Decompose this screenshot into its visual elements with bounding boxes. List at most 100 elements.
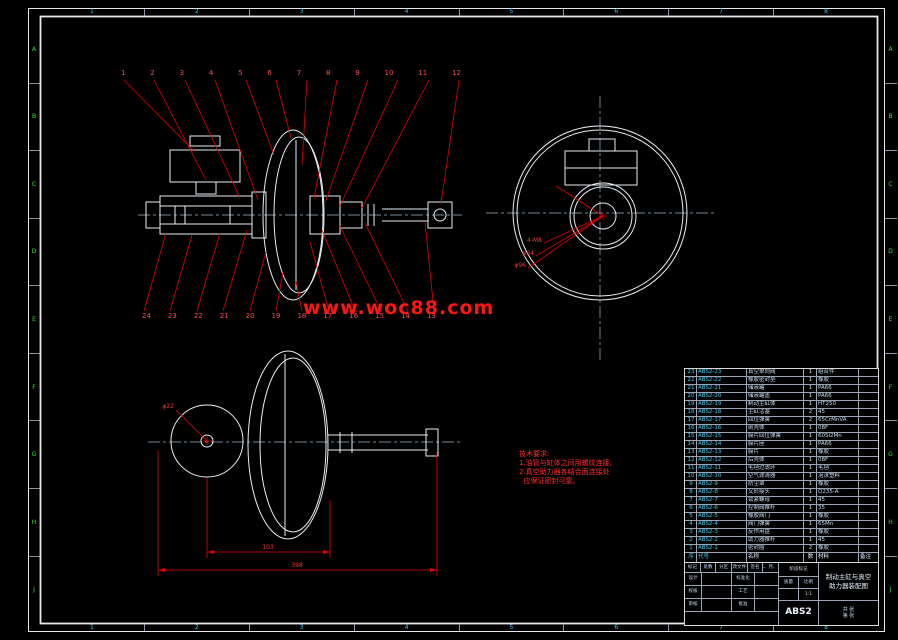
cell-code: ABS2-11 — [696, 465, 746, 472]
callout-number: 4 — [208, 69, 214, 77]
staff-process: 工艺 — [732, 586, 755, 599]
callout-number: 18 — [297, 312, 307, 320]
centerlines — [138, 96, 714, 443]
cell-no: 11 — [687, 465, 695, 471]
cell-no: 21 — [687, 385, 695, 391]
callout-number: 6 — [267, 69, 272, 77]
parts-table-row: 20 ABS2-20 储液罐盖 1 PA66 — [685, 393, 878, 401]
cell-name: 膜片 — [746, 449, 803, 456]
revision-header-cell: 处数 — [700, 563, 717, 573]
cell-qty: 1 — [803, 393, 816, 400]
cell-material: HT250 — [816, 401, 858, 408]
callout-number: 19 — [271, 312, 281, 320]
zone-number: 6 — [564, 624, 670, 632]
leader-lines-bottom — [143, 221, 435, 312]
cell-qty: 1 — [803, 465, 816, 472]
staff-standard: 标准化 — [732, 573, 755, 586]
cell-name: 阀门弹簧 — [746, 521, 803, 528]
zone-letter: B — [28, 84, 40, 152]
cell-material: 08F — [816, 425, 858, 432]
cell-no: 10 — [687, 473, 695, 479]
cell-code: ABS2-23 — [696, 369, 746, 376]
cell-no: 18 — [687, 409, 695, 415]
callout-number: 15 — [375, 312, 385, 320]
staff-design-sign — [702, 573, 732, 586]
cell-code: ABS2-7 — [696, 497, 746, 504]
callout-number: 11 — [418, 69, 428, 77]
header-name: 名称 — [746, 553, 803, 563]
staff-approve-sign — [755, 599, 779, 612]
cell-qty: 2 — [803, 545, 816, 552]
cell-name: 储液罐盖 — [746, 393, 803, 400]
front-view-labels: 4-M8 φ64 φ96 — [514, 237, 542, 269]
cell-material: 65CrMnVA — [816, 417, 858, 424]
header-note: 备注 — [858, 553, 878, 563]
staff-review-sign — [702, 599, 732, 612]
callout-number: 7 — [296, 69, 302, 77]
cell-note — [858, 521, 878, 528]
parts-table-row: 4 ABS2-4 阀门弹簧 1 65Mn — [685, 521, 878, 529]
parts-table-row: 7 ABS2-7 锁紧螺母 1 45 — [685, 497, 878, 505]
callout-number: 23 — [167, 312, 177, 320]
cell-material: PA66 — [816, 441, 858, 448]
cell-note — [858, 377, 878, 384]
parts-table-row: 2 ABS2-2 助力器推杆 1 45 — [685, 537, 878, 545]
section-view — [145, 129, 453, 301]
zone-letter: J — [889, 586, 892, 594]
cell-qty: 1 — [803, 385, 816, 392]
header-material: 材料 — [816, 553, 858, 563]
cell-no: 16 — [687, 425, 695, 431]
parts-table-row: 23 ABS2-23 真空单向阀 1 组合件 — [685, 369, 878, 377]
staff-approve: 批准 — [732, 599, 755, 612]
cell-material: 45 — [816, 497, 858, 504]
callout-number: 20 — [245, 312, 255, 320]
side-view-arrowheads — [158, 550, 437, 572]
zone-letter: J — [33, 586, 35, 594]
cell-note — [858, 369, 878, 376]
cell-qty: 1 — [803, 497, 816, 504]
revision-header-cell: 签名 — [747, 563, 764, 573]
zone-letter: C — [28, 151, 40, 219]
cell-name: 回位弹簧 — [746, 417, 803, 424]
cell-note — [858, 417, 878, 424]
cell-no: 20 — [687, 393, 695, 399]
zone-number: 7 — [669, 624, 775, 632]
callout-number: 10 — [384, 69, 394, 77]
cell-material: 45 — [816, 409, 858, 416]
sheet-count: 共 张 第 张 — [819, 601, 878, 625]
title-block: 标记处数分区更改文件号签名年、月、日 设计 标准化 校核 工艺 审核 批准 阶段… — [684, 562, 879, 626]
cell-no: 8 — [689, 489, 693, 495]
zone-number: 5 — [460, 8, 565, 16]
cell-note — [858, 441, 878, 448]
cell-note — [858, 425, 878, 432]
cell-name: 反作用盘 — [746, 529, 803, 536]
cell-note — [858, 513, 878, 520]
side-view-labels: φ22 103 398 — [162, 403, 303, 569]
cell-material: 橡胶 — [816, 513, 858, 520]
cell-note — [858, 465, 878, 472]
revision-header-cell: 年、月、日 — [763, 563, 780, 573]
parts-table-row: 14 ABS2-14 膜片座 1 PA66 — [685, 441, 878, 449]
zone-letter: A — [28, 16, 40, 84]
parts-table-row: 21 ABS2-21 储液罐 1 PA66 — [685, 385, 878, 393]
zone-letter: F — [884, 354, 897, 422]
cell-qty: 1 — [803, 449, 816, 456]
staff-blank-row — [685, 612, 779, 625]
callout-number: 2 — [150, 69, 155, 77]
mass-label: 质量 — [779, 577, 799, 589]
cell-qty: 1 — [803, 377, 816, 384]
zone-letter: E — [884, 286, 897, 354]
cell-code: ABS2-15 — [696, 433, 746, 440]
drawing-title-line2: 助力器装配图 — [829, 581, 868, 590]
cell-qty: 1 — [803, 433, 816, 440]
mass-value — [779, 589, 799, 601]
cell-no: 23 — [687, 369, 695, 375]
parts-table-header: 序 代号 名称 数 材料 备注 — [685, 553, 878, 563]
leader-lines-top — [123, 79, 460, 209]
sheet-total: 共 张 — [842, 606, 855, 613]
cell-note — [858, 401, 878, 408]
stage-mark-label: 阶段标记 — [779, 563, 819, 577]
